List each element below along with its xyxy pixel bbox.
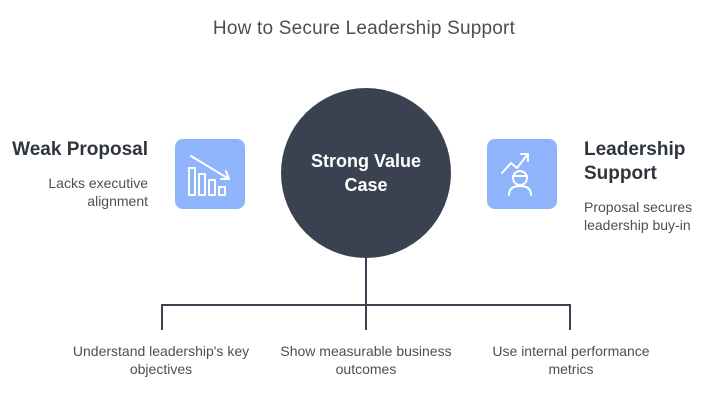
- strong-value-case-hub: Strong Value Case: [281, 88, 451, 258]
- diagram-title: How to Secure Leadership Support: [212, 18, 516, 39]
- weak-proposal-heading: Weak Proposal: [12, 139, 148, 160]
- hub-label: Strong Value Case: [310, 151, 422, 195]
- branch-label-objectives: Understand leadership's key objectives: [72, 343, 250, 377]
- branch-label-outcomes: Show measurable business outcomes: [280, 343, 452, 377]
- declining-bar-chart-icon: [175, 139, 245, 209]
- growth-person-icon: [487, 139, 557, 209]
- weak-proposal-description: Lacks executive alignment: [48, 175, 148, 209]
- leadership-support-heading: Leadership Support: [584, 139, 686, 184]
- branch-label-metrics: Use internal performance metrics: [492, 343, 650, 377]
- leadership-support-description: Proposal secures leadership buy-in: [584, 199, 693, 233]
